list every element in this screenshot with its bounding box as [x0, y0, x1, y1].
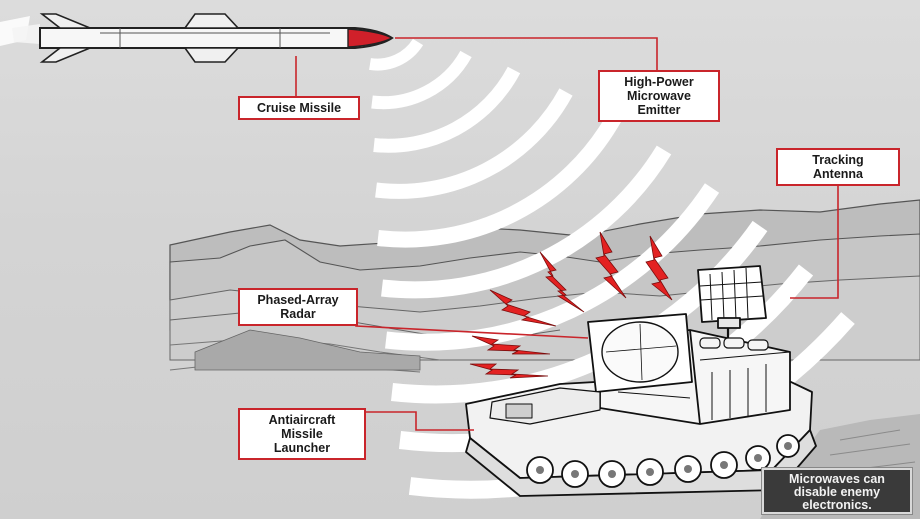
note-line-3: electronics. [802, 498, 872, 512]
emitter-label: High-Power Microwave Emitter [598, 70, 720, 122]
tracking-label-line-2: Antenna [813, 167, 863, 181]
tracking-label-line-1: Tracking [812, 153, 864, 167]
note-line-2: disable enemy [793, 485, 881, 499]
cruise-missile-label: Cruise Missile [238, 96, 360, 120]
radar-label-line-1: Phased-Array [257, 293, 339, 307]
launcher-label-line-2: Missile [281, 427, 323, 441]
launcher-vehicle [465, 265, 817, 497]
emitter-label-line-1: High-Power [624, 75, 694, 89]
antiaircraft-launcher-label: Antiaircraft Missile Launcher [238, 408, 366, 460]
lightning-bolts [469, 231, 673, 379]
phased-array-radar-label: Phased-Array Radar [238, 288, 358, 326]
launcher-label-line-1: Antiaircraft [268, 413, 336, 427]
note-line-1: Microwaves can [789, 472, 885, 486]
leader-lines [295, 37, 839, 431]
cruise-missile [0, 13, 394, 63]
tracking-antenna-label: Tracking Antenna [776, 148, 900, 186]
caption-note: Microwaves can disable enemy electronics… [761, 467, 913, 515]
emitter-label-line-3: Emitter [637, 103, 681, 117]
radar-label-line-2: Radar [280, 307, 316, 321]
cruise-missile-label-line-1: Cruise Missile [256, 101, 342, 115]
launcher-label-line-3: Launcher [273, 441, 331, 455]
emitter-label-line-2: Microwave [627, 89, 691, 103]
